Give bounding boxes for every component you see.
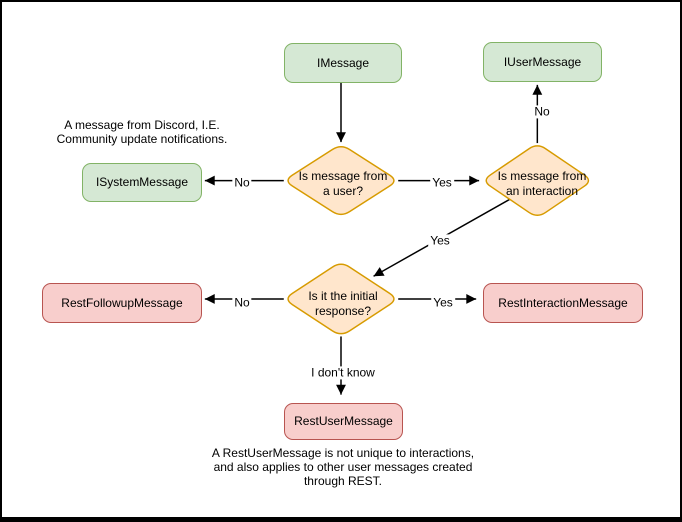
decision-is-initial-response	[287, 263, 395, 335]
node-restusermessage-label: RestUserMessage	[294, 414, 393, 429]
decision-is-message-from-user	[287, 146, 395, 216]
node-restinteractionmessage-label: RestInteractionMessage	[498, 295, 628, 310]
edge-label-user-check-yes: Yes	[430, 175, 454, 190]
note-system-message: A message from Discord, I.E. Community u…	[56, 118, 228, 147]
node-imessage-label: IMessage	[316, 55, 370, 70]
edge-label-user-check-no: No	[232, 175, 252, 190]
edge-label-interaction-check-no: No	[532, 104, 552, 119]
node-restusermessage: RestUserMessage	[284, 403, 403, 440]
node-restfollowupmessage: RestFollowupMessage	[42, 283, 202, 323]
note-rest-user-message: A RestUserMessage is not unique to inter…	[211, 446, 475, 489]
node-imessage: IMessage	[284, 43, 402, 83]
edge-label-initial-check-yes: Yes	[431, 295, 455, 310]
edge-label-initial-check-no: No	[232, 295, 252, 310]
node-iusermessage: IUserMessage	[483, 42, 602, 82]
edge-label-initial-check-unknown: I don't know	[309, 365, 377, 380]
node-iusermessage-label: IUserMessage	[503, 54, 582, 69]
node-restinteractionmessage: RestInteractionMessage	[483, 283, 643, 323]
decision-is-message-from-interaction	[485, 145, 590, 216]
node-restfollowupmessage-label: RestFollowupMessage	[61, 295, 183, 310]
node-isystemmessage: ISystemMessage	[82, 163, 202, 202]
edge-label-interaction-check-yes: Yes	[428, 233, 452, 248]
node-isystemmessage-label: ISystemMessage	[95, 175, 189, 190]
